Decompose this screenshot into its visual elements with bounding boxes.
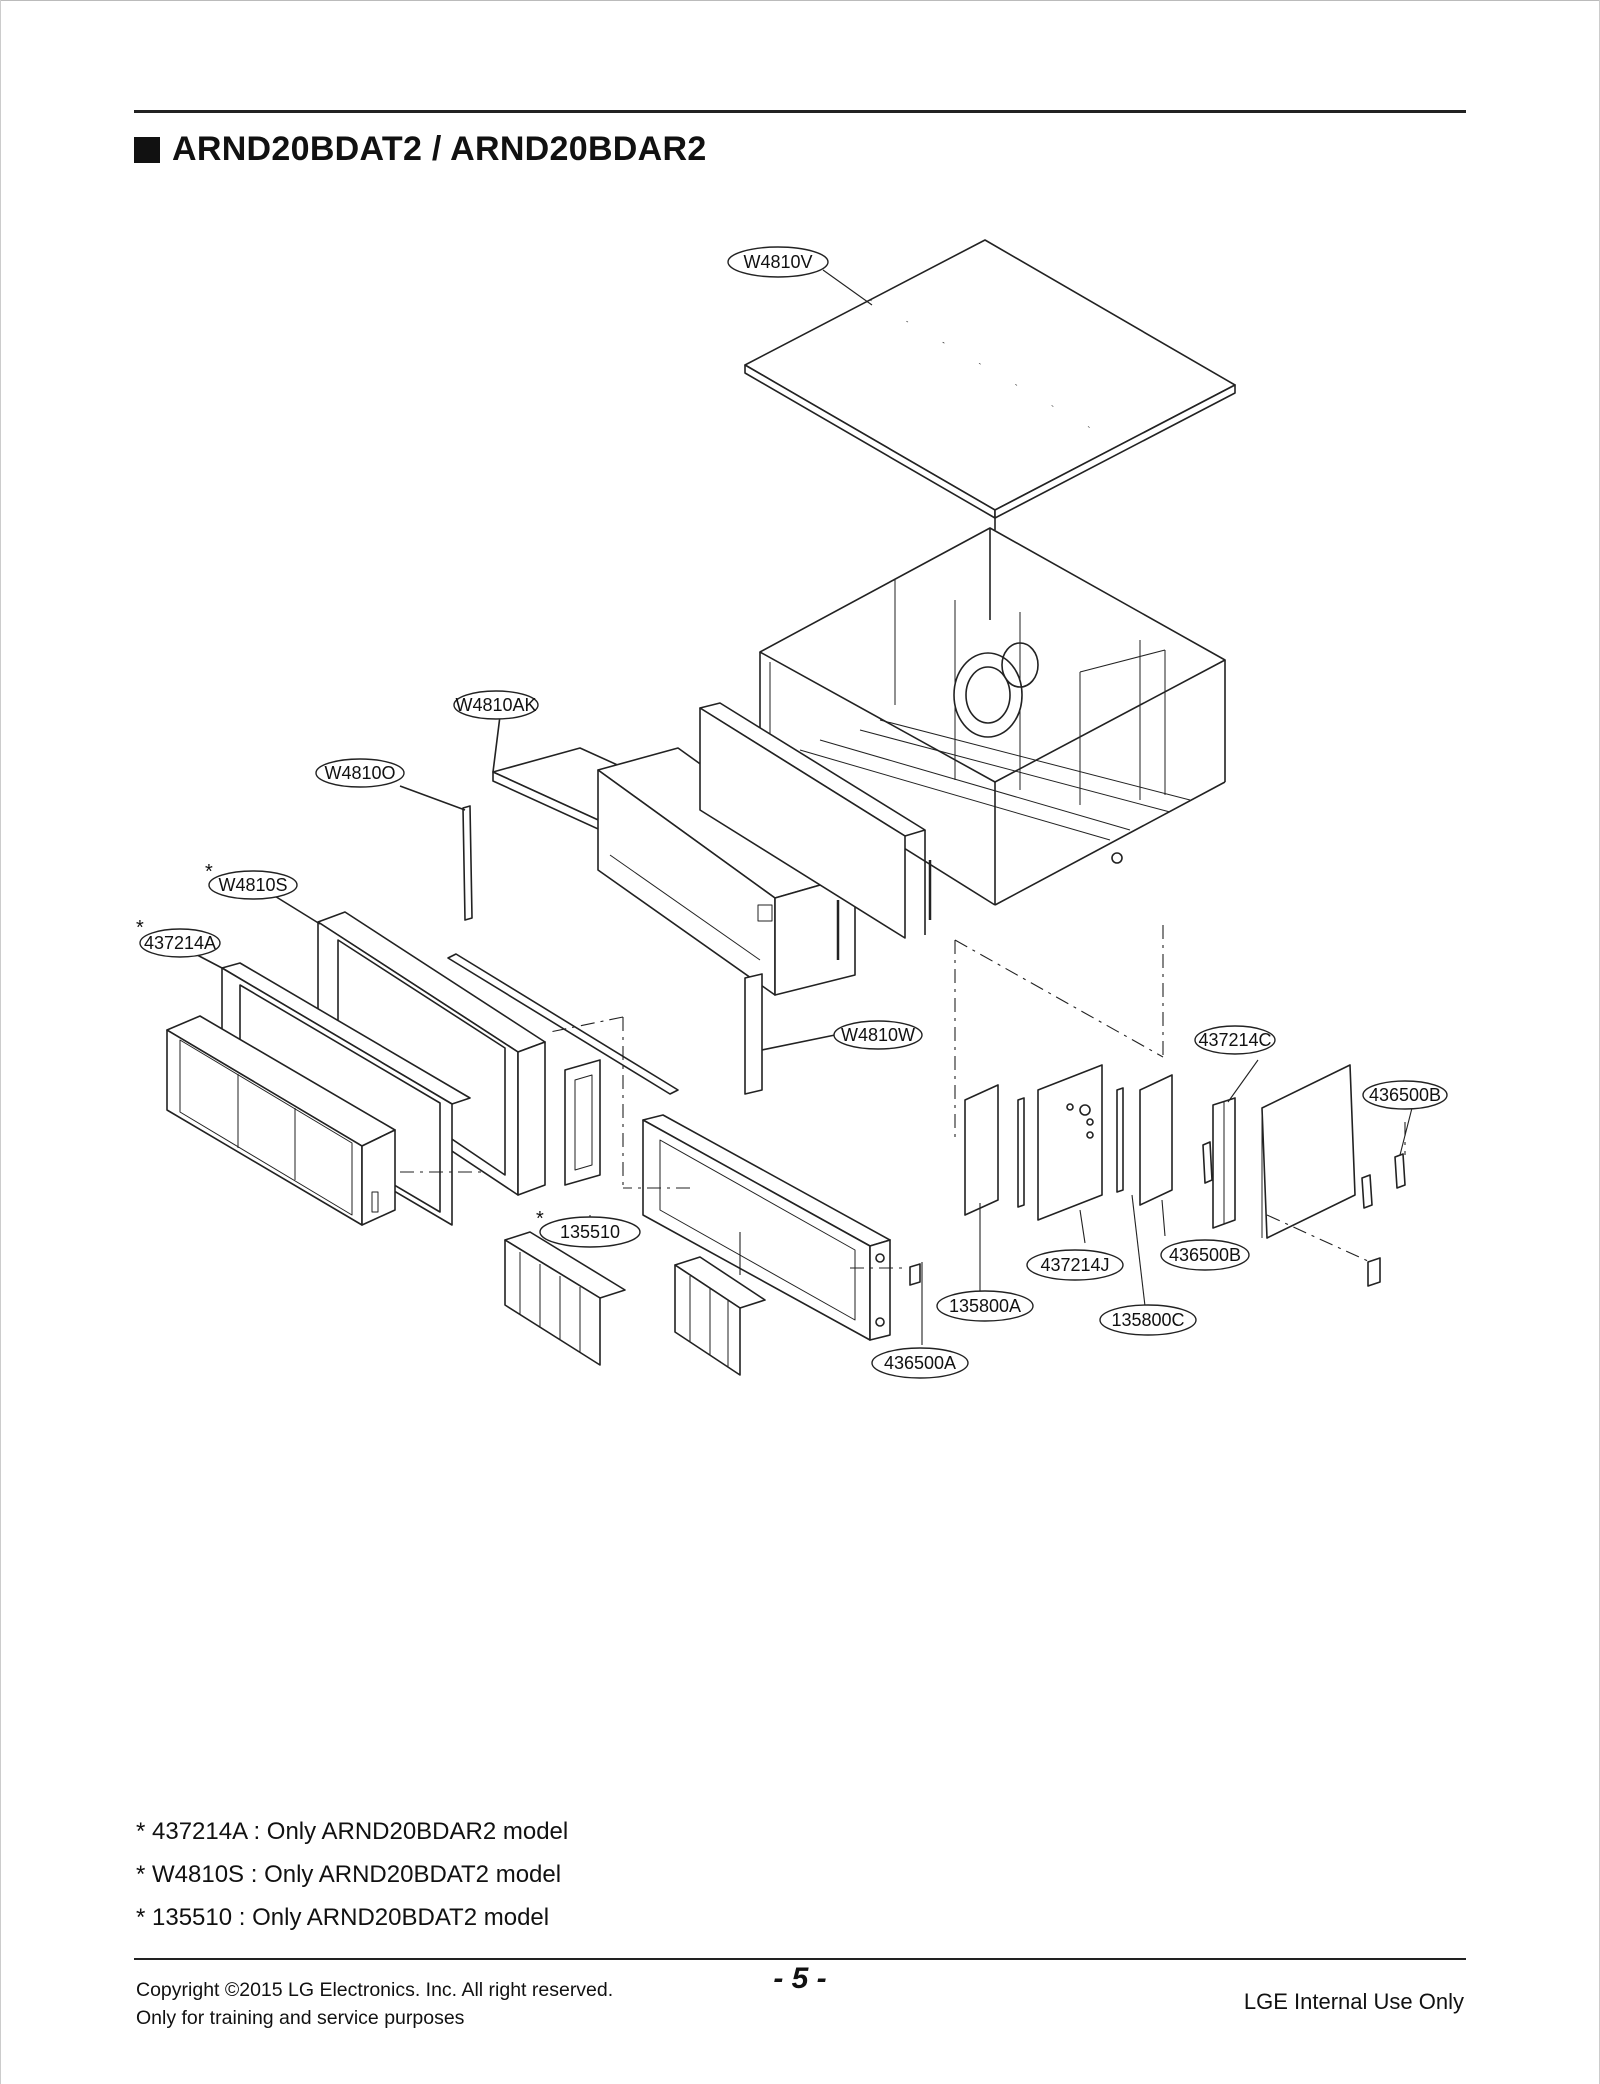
filter-135510-part xyxy=(564,1059,601,1186)
model-notes: * 437214A : Only ARND20BDAR2 model * W48… xyxy=(136,1810,568,1939)
bottom-frame-part xyxy=(642,1114,891,1341)
header-rule xyxy=(134,110,1466,113)
svg-text:436500B: 436500B xyxy=(1169,1245,1241,1265)
page-title: ARND20BDAT2 / ARND20BDAR2 xyxy=(134,130,707,169)
top-panel-part xyxy=(744,239,1236,519)
label-side-rail: W4810O xyxy=(315,758,405,788)
filter-frame-s-part xyxy=(317,911,546,1196)
svg-text:437214C: 437214C xyxy=(1198,1030,1271,1050)
svg-text:W4810V: W4810V xyxy=(743,252,812,272)
svg-text:135510: 135510 xyxy=(560,1222,620,1242)
part-labels: W4810V W4810AK W4810O W4810S * 437214A *… xyxy=(136,246,1448,1379)
bracket-w-leader xyxy=(761,1034,836,1051)
classification-text: LGE Internal Use Only xyxy=(1243,1989,1464,2014)
svg-text:135800A: 135800A xyxy=(949,1296,1021,1316)
svg-text:436500A: 436500A xyxy=(884,1353,956,1373)
svg-text:W4810W: W4810W xyxy=(841,1025,915,1045)
purpose-text: Only for training and service purposes xyxy=(136,2007,465,2029)
narrow-strip-left-part xyxy=(1017,1097,1025,1208)
label-front-cover: W4810AK xyxy=(453,690,539,720)
svg-text:W4810AK: W4810AK xyxy=(455,695,536,715)
side-rail-leader xyxy=(399,785,466,811)
dashed-guides xyxy=(400,925,1406,1269)
panel-j-part xyxy=(1037,1064,1103,1221)
svg-text:*: * xyxy=(136,917,144,939)
svg-text:437214A: 437214A xyxy=(144,933,216,953)
label-filter-frame-s: W4810S * xyxy=(205,861,298,900)
page-top-edge xyxy=(0,0,1600,1)
main-housing-part xyxy=(759,527,1226,906)
panel-135800a-part xyxy=(964,1084,999,1216)
note-item: * 437214A : Only ARND20BDAR2 model xyxy=(136,1818,569,1845)
label-bracket-w: W4810W xyxy=(833,1020,923,1050)
title-square-icon xyxy=(134,136,160,163)
label-grille-a: 437214A * xyxy=(136,917,221,958)
page-left-edge xyxy=(0,0,1,2084)
front-cover-leader xyxy=(492,715,501,773)
side-rail-part xyxy=(462,805,473,921)
svg-text:437214J: 437214J xyxy=(1040,1255,1109,1275)
side-panel-part xyxy=(699,702,932,960)
page-title-text: ARND20BDAT2 / ARND20BDAR2 xyxy=(172,130,707,168)
cover-c-part xyxy=(1212,1097,1236,1229)
svg-text:W4810S: W4810S xyxy=(218,875,287,895)
svg-text:*: * xyxy=(205,861,213,883)
panel-135800c-part xyxy=(1139,1074,1173,1206)
copyright-text: Copyright ©2015 LG Electronics. Inc. All… xyxy=(136,1979,614,2001)
page-number: - 5 - xyxy=(773,1962,827,1995)
front-filter-box-part xyxy=(166,1015,396,1226)
label-panel-135800c: 135800C xyxy=(1099,1304,1197,1336)
label-filter-135510: 135510 * xyxy=(536,1208,641,1248)
label-latch-b-top: 436500B xyxy=(1362,1080,1448,1110)
label-panel-135800a: 135800A xyxy=(936,1290,1034,1322)
bracket-w-part xyxy=(744,973,763,1095)
filter-cassette-left-part xyxy=(504,1231,626,1366)
latch-parts xyxy=(909,1141,1406,1287)
label-latch-b-bottom: 436500B xyxy=(1160,1239,1250,1271)
svg-text:W4810O: W4810O xyxy=(324,763,395,783)
note-item: * 135510 : Only ARND20BDAT2 model xyxy=(136,1904,550,1931)
svg-text:436500B: 436500B xyxy=(1369,1085,1441,1105)
label-panel-j: 437214J xyxy=(1026,1249,1124,1281)
footer-rule xyxy=(134,1958,1466,1960)
svg-text:135800C: 135800C xyxy=(1111,1310,1184,1330)
footer-left: Copyright ©2015 LG Electronics. Inc. All… xyxy=(136,1976,613,2032)
narrow-strip-right-part xyxy=(1116,1087,1124,1193)
note-item: * W4810S : Only ARND20BDAT2 model xyxy=(136,1861,562,1888)
label-top-panel: W4810V xyxy=(727,246,829,278)
side-door-part xyxy=(1261,1064,1356,1239)
label-cover-c: 437214C xyxy=(1194,1025,1276,1055)
long-rail-part xyxy=(447,953,679,1095)
label-latch-a: 436500A xyxy=(871,1347,969,1379)
svg-text:*: * xyxy=(536,1208,544,1230)
filter-cassette-right-part xyxy=(674,1256,766,1376)
label-leaders xyxy=(589,269,1413,1345)
